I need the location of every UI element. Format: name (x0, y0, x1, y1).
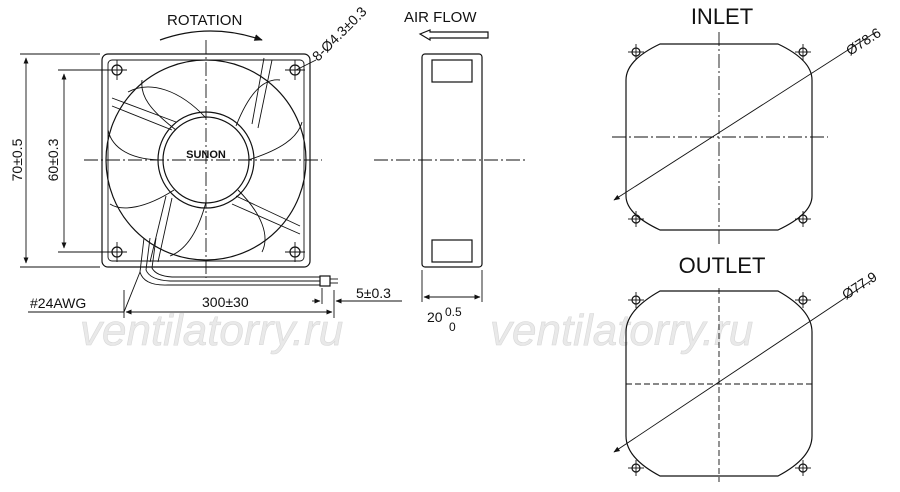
wire-gauge-label: #24AWG (30, 295, 86, 311)
wire-leader (123, 271, 141, 313)
front-view: ROTATION SUNON (9, 3, 402, 318)
outlet-outline (625, 290, 813, 477)
inlet-title: INLET (691, 4, 753, 29)
side-flange-bottom (431, 239, 473, 263)
spoke-upper-right (251, 57, 273, 129)
outlet-diameter-line (613, 279, 873, 453)
side-body (421, 53, 483, 268)
spoke-lower-right (231, 195, 301, 235)
height-dim-label: 70±0.5 (9, 138, 25, 181)
hole-callout: 8-Ø4.3±0.3 (309, 3, 370, 64)
mounting-holes (107, 60, 305, 262)
hole-leader (295, 59, 317, 71)
outlet-view: OUTLET Ø77.9 (613, 253, 880, 482)
lead-wires (139, 237, 338, 287)
fan-blades (107, 79, 303, 257)
airflow-arrow (418, 29, 489, 42)
watermark-left: ventilatorry.ru (80, 306, 343, 355)
outlet-holes (628, 292, 811, 476)
spoke-lower-left (149, 195, 173, 263)
thickness-base: 20 (427, 309, 443, 325)
inlet-holes (628, 44, 811, 227)
side-view: AIR FLOW 20 0.5 0 (374, 9, 526, 334)
inlet-diameter-line (613, 31, 877, 201)
spoke-upper-left (111, 97, 177, 131)
hole-pitch-label: 60±0.3 (45, 138, 61, 181)
thickness-tol-upper: 0.5 (445, 305, 462, 319)
outlet-diameter-label: Ø77.9 (839, 268, 880, 302)
rotation-label: ROTATION (167, 12, 242, 29)
airflow-label: AIR FLOW (404, 9, 477, 26)
inlet-diameter-label: Ø78.6 (843, 24, 884, 58)
inlet-outline (625, 43, 813, 231)
rotation-arrow (159, 30, 263, 41)
inlet-view: INLET Ø78.6 (612, 4, 884, 244)
outlet-title: OUTLET (679, 253, 766, 278)
thickness-tol-lower: 0 (449, 320, 456, 334)
strip-length-label: 5±0.3 (356, 285, 391, 301)
watermark-right: ventilatorry.ru (490, 306, 753, 355)
side-flange-top (431, 59, 473, 83)
lead-length-label: 300±30 (202, 294, 249, 310)
